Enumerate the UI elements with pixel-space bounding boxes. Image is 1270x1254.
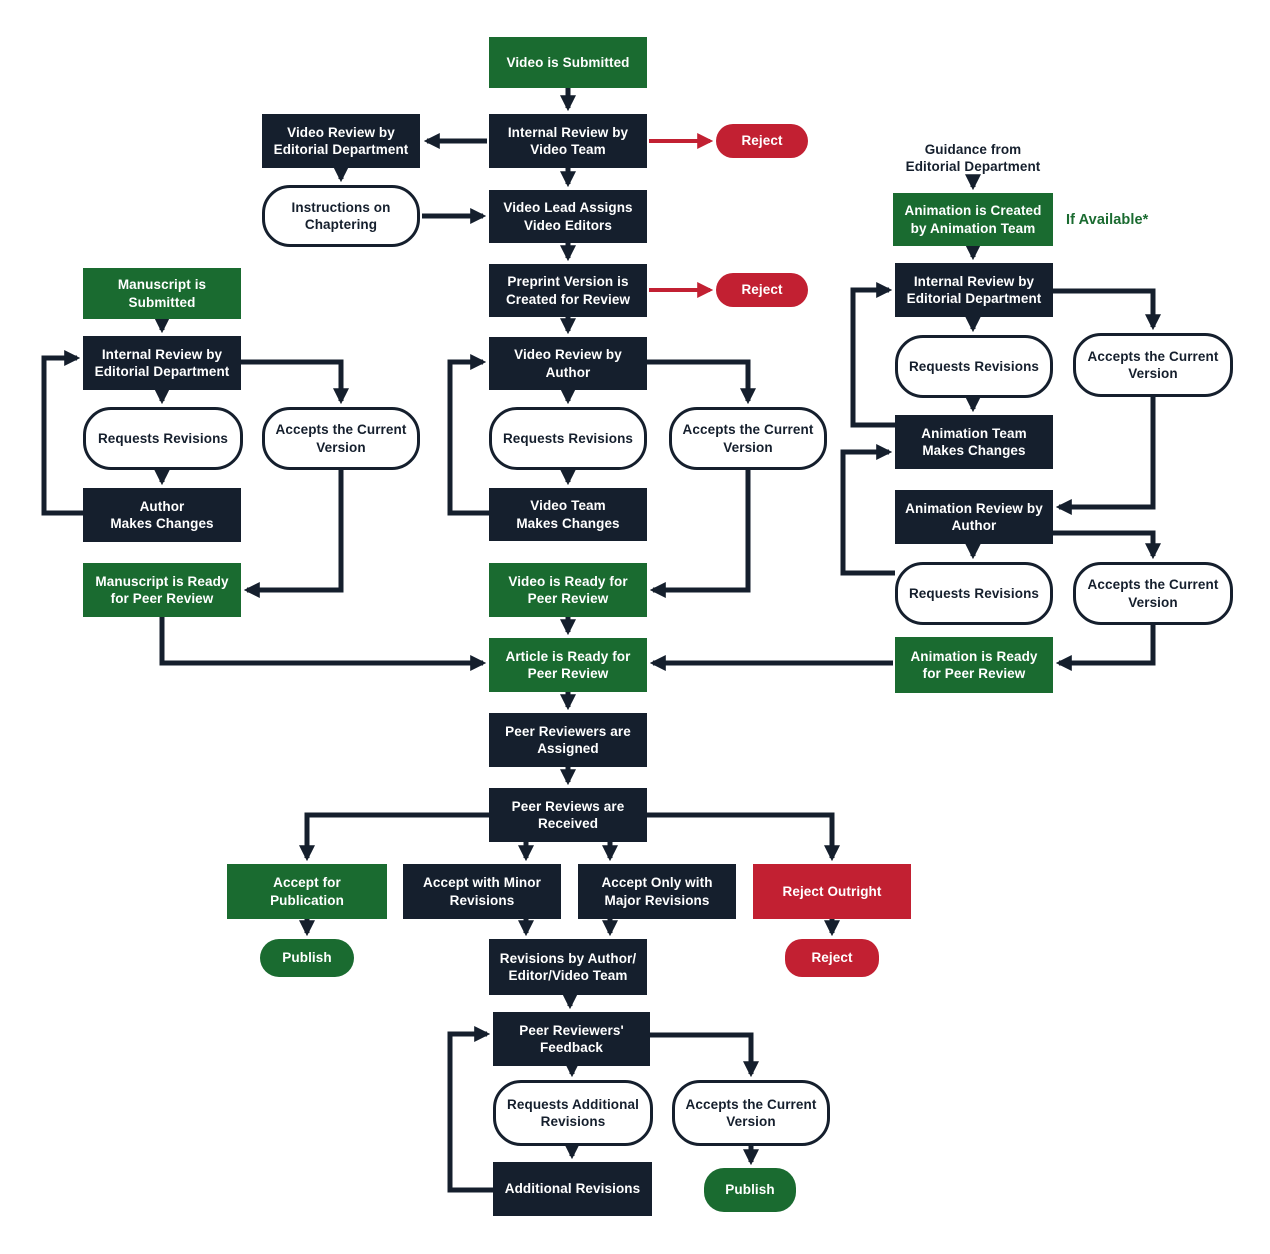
node-manuscript-submitted: Manuscript is Submitted — [83, 268, 241, 319]
node-accepts-current-animation-1: Accepts the Current Version — [1073, 333, 1233, 397]
node-requests-revisions-video: Requests Revisions — [489, 407, 647, 470]
node-video-ready: Video is Ready for Peer Review — [489, 563, 647, 617]
node-internal-review-video-team: Internal Review by Video Team — [489, 114, 647, 168]
node-publish-final: Publish — [704, 1168, 796, 1212]
label-guidance-editorial: Guidance from Editorial Department — [905, 141, 1041, 174]
node-animation-review-author: Animation Review by Author — [895, 490, 1053, 544]
node-video-lead-assigns: Video Lead Assigns Video Editors — [489, 190, 647, 243]
node-animation-created: Animation is Created by Animation Team — [893, 193, 1053, 246]
node-video-review-author: Video Review by Author — [489, 337, 647, 390]
node-peer-reviewers-assigned: Peer Reviewers are Assigned — [489, 713, 647, 767]
node-accepts-current-animation-2: Accepts the Current Version — [1073, 562, 1233, 625]
node-manuscript-ready: Manuscript is Ready for Peer Review — [83, 563, 241, 617]
label-if-available: If Available* — [1066, 211, 1149, 228]
node-accept-minor: Accept with Minor Revisions — [403, 864, 561, 919]
node-video-is-submitted: Video is Submitted — [489, 37, 647, 88]
node-requests-revisions-animation-2: Requests Revisions — [895, 562, 1053, 625]
node-peer-reviews-received: Peer Reviews are Received — [489, 788, 647, 842]
node-video-team-makes-changes: Video Team Makes Changes — [489, 488, 647, 541]
node-accepts-current-final: Accepts the Current Version — [672, 1080, 830, 1146]
node-reject-outright: Reject Outright — [753, 864, 911, 919]
node-requests-revisions-animation-1: Requests Revisions — [895, 335, 1053, 398]
node-additional-revisions: Additional Revisions — [493, 1162, 652, 1216]
node-peer-feedback: Peer Reviewers' Feedback — [493, 1012, 650, 1066]
node-publish-mid: Publish — [260, 939, 354, 977]
node-reject-video: Reject — [716, 124, 808, 158]
node-accepts-current-manuscript: Accepts the Current Version — [262, 407, 420, 470]
node-article-ready: Article is Ready for Peer Review — [489, 638, 647, 692]
node-accept-publication: Accept for Publication — [227, 864, 387, 919]
node-accept-major: Accept Only with Major Revisions — [578, 864, 736, 919]
node-preprint-version: Preprint Version is Created for Review — [489, 264, 647, 317]
node-reject-final: Reject — [785, 939, 879, 977]
node-requests-additional: Requests Additional Revisions — [493, 1080, 653, 1146]
node-animation-team-changes: Animation Team Makes Changes — [895, 415, 1053, 469]
node-accepts-current-video: Accepts the Current Version — [669, 407, 827, 470]
node-instructions-chaptering: Instructions on Chaptering — [262, 185, 420, 247]
node-video-review-editorial: Video Review by Editorial Department — [262, 114, 420, 168]
node-author-makes-changes: Author Makes Changes — [83, 488, 241, 542]
node-revisions-by-team: Revisions by Author/ Editor/Video Team — [489, 939, 647, 995]
node-internal-review-manuscript: Internal Review by Editorial Department — [83, 336, 241, 390]
node-requests-revisions-manuscript: Requests Revisions — [83, 407, 243, 470]
node-reject-preprint: Reject — [716, 273, 808, 307]
node-internal-review-animation: Internal Review by Editorial Department — [895, 263, 1053, 317]
node-animation-ready: Animation is Ready for Peer Review — [895, 637, 1053, 693]
